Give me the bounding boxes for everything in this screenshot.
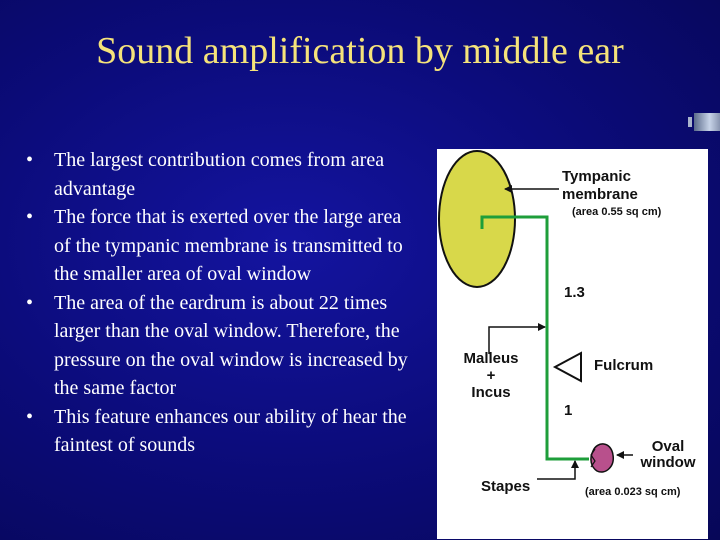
bullet-list: • The largest contribution comes from are… [22,146,422,460]
bullet-text: The force that is exerted over the large… [54,206,403,285]
bullet-text: The area of the eardrum is about 22 time… [54,291,408,400]
tympanic-label-line2: membrane [562,186,638,203]
tympanic-membrane-shape [438,150,516,288]
oval-window-label-line1: Oval [651,438,685,455]
tympanic-label-line1: Tympanic [562,168,631,185]
lever-ratio-bottom: 1 [564,402,573,419]
corner-decoration [688,113,720,131]
malleus-label-line1: Malleus [463,350,519,367]
fulcrum-label: Fulcrum [594,357,654,374]
oval-window-label-line2: window [640,454,696,471]
stapes-label: Stapes [481,478,531,495]
bullet-dot: • [26,149,34,171]
bullet-dot: • [26,405,34,428]
bullet-dot: • [26,206,34,228]
malleus-label-line2: + [486,367,496,384]
bullet-dot: • [26,291,34,314]
malleus-pointer-arrow [488,323,546,354]
oval-window-icon [590,443,614,473]
bullet-text: This feature enhances our ability of hea… [54,405,407,457]
stapes-pointer-arrow [537,460,579,480]
malleus-label-line3: Incus [471,384,511,401]
slide-title: Sound amplification by middle ear [96,30,624,72]
fulcrum-triangle [552,351,582,383]
bullet-item: • This feature enhances our ability of he… [22,403,422,460]
middle-ear-lever-diagram: Tympanic membrane (area 0.55 sq cm) 1.3 … [437,149,708,539]
tympanic-area-label: (area 0.55 sq cm) [572,206,662,218]
oval-window-area-label: (area 0.023 sq cm) [585,486,681,498]
diagram-drawing [438,150,633,480]
bullet-item: • The force that is exerted over the larg… [22,203,422,289]
lever-ratio-top: 1.3 [564,284,585,301]
bullet-text: The largest contribution comes from area… [54,149,385,200]
ossicle-lever-line [480,215,589,461]
bullet-item: • The largest contribution comes from are… [22,146,422,203]
bullet-item: • The area of the eardrum is about 22 tim… [22,289,422,403]
